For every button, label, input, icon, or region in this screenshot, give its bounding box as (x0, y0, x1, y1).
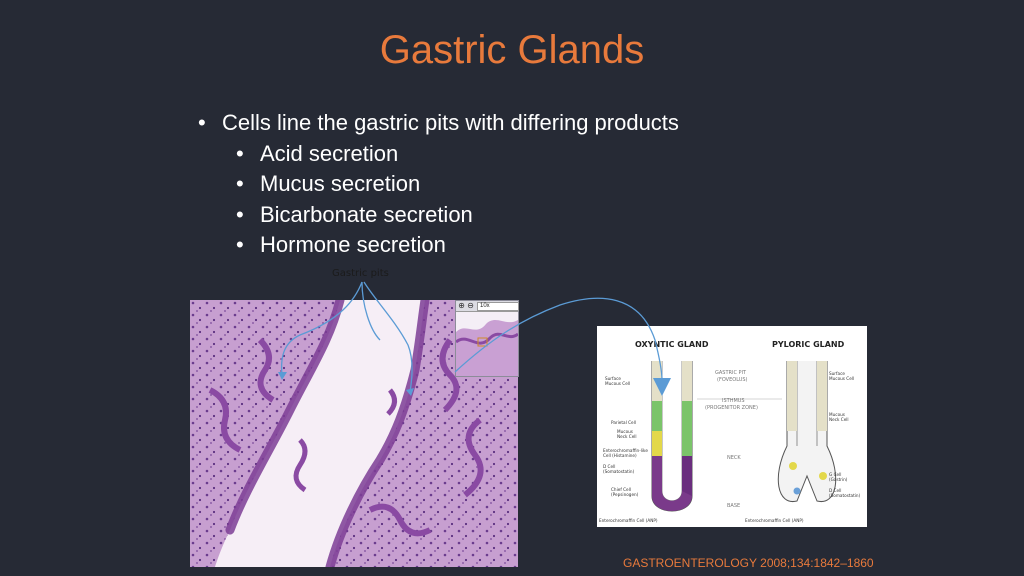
label-g-cell-2: (Gastrin) (829, 477, 848, 482)
label-foveolus: (FOVEOLUS) (717, 377, 748, 383)
bullet-acid: Acid secretion (236, 139, 679, 170)
gland-diagram: OXYNTIC GLAND PYLORIC GLAND GASTRIC PIT … (597, 326, 867, 527)
microscope-inset: ⊕ ⊖ 10x (455, 300, 519, 377)
label-mucous-neck-2: Neck Cell (617, 434, 637, 439)
pyloric-gland-title: PYLORIC GLAND (772, 340, 845, 349)
bullet-bicarbonate: Bicarbonate secretion (236, 200, 679, 231)
label-d-cell-1: D Cell (603, 464, 615, 469)
label-ec-cell-left: Enterochromaffin Cell (ANP) (599, 518, 658, 523)
label-gastric-pit: GASTRIC PIT (715, 370, 747, 376)
label-parietal-cell: Parietal Cell (611, 420, 636, 425)
slide-title: Gastric Glands (379, 28, 645, 72)
label-base: BASE (727, 503, 740, 509)
label-surface-mucous-2: Mucous Cell (605, 381, 630, 386)
label-r-mucous-1: Mucous (829, 412, 845, 417)
label-r-mucous-2: Neck Cell (829, 417, 849, 422)
label-g-cell-1: G Cell (829, 472, 841, 477)
bullet-mucus: Mucus secretion (236, 169, 679, 200)
bullet-list: Cells line the gastric pits with differi… (198, 108, 679, 261)
label-r-surface-2: Mucous Cell (829, 376, 854, 381)
label-neck: NECK (727, 455, 741, 461)
zoom-in-icon[interactable]: ⊕ (458, 301, 465, 310)
label-ecl-1: Enterochromaffin-like (603, 448, 648, 453)
oxyntic-gland-title: OXYNTIC GLAND (635, 340, 709, 349)
label-chief-cell-2: (Pepsinogen) (611, 492, 639, 497)
citation: GASTROENTEROLOGY 2008;134:1842–1860 (623, 556, 874, 570)
label-isthmus: ISTHMUS (722, 398, 745, 404)
bullet-main: Cells line the gastric pits with differi… (198, 108, 679, 139)
label-d-cell-2: (Somatostatin) (603, 469, 635, 474)
label-chief-cell-1: Chief Cell (611, 487, 631, 492)
label-r-d-cell-1: D Cell (829, 488, 841, 493)
zoom-out-icon[interactable]: ⊖ (467, 301, 474, 310)
zoom-select[interactable]: 10x (477, 302, 519, 311)
label-ecl-2: Cell (Histamine) (603, 453, 637, 458)
gastric-pits-label: Gastric pits (332, 268, 389, 279)
inset-toolbar: ⊕ ⊖ 10x (456, 301, 519, 312)
label-progenitor-zone: (PROGENITOR ZONE) (705, 405, 758, 411)
label-ec-cell-right: Enterochromaffin Cell (ANP) (745, 518, 804, 523)
label-r-surface-1: Surface (829, 371, 845, 376)
label-r-d-cell-2: (Somatostatin) (829, 493, 861, 498)
bullet-hormone: Hormone secretion (236, 230, 679, 261)
gland-diagram-drawing: OXYNTIC GLAND PYLORIC GLAND GASTRIC PIT … (599, 340, 861, 523)
label-mucous-neck-1: Mucous (617, 429, 633, 434)
inset-thumbnail (455, 312, 519, 376)
